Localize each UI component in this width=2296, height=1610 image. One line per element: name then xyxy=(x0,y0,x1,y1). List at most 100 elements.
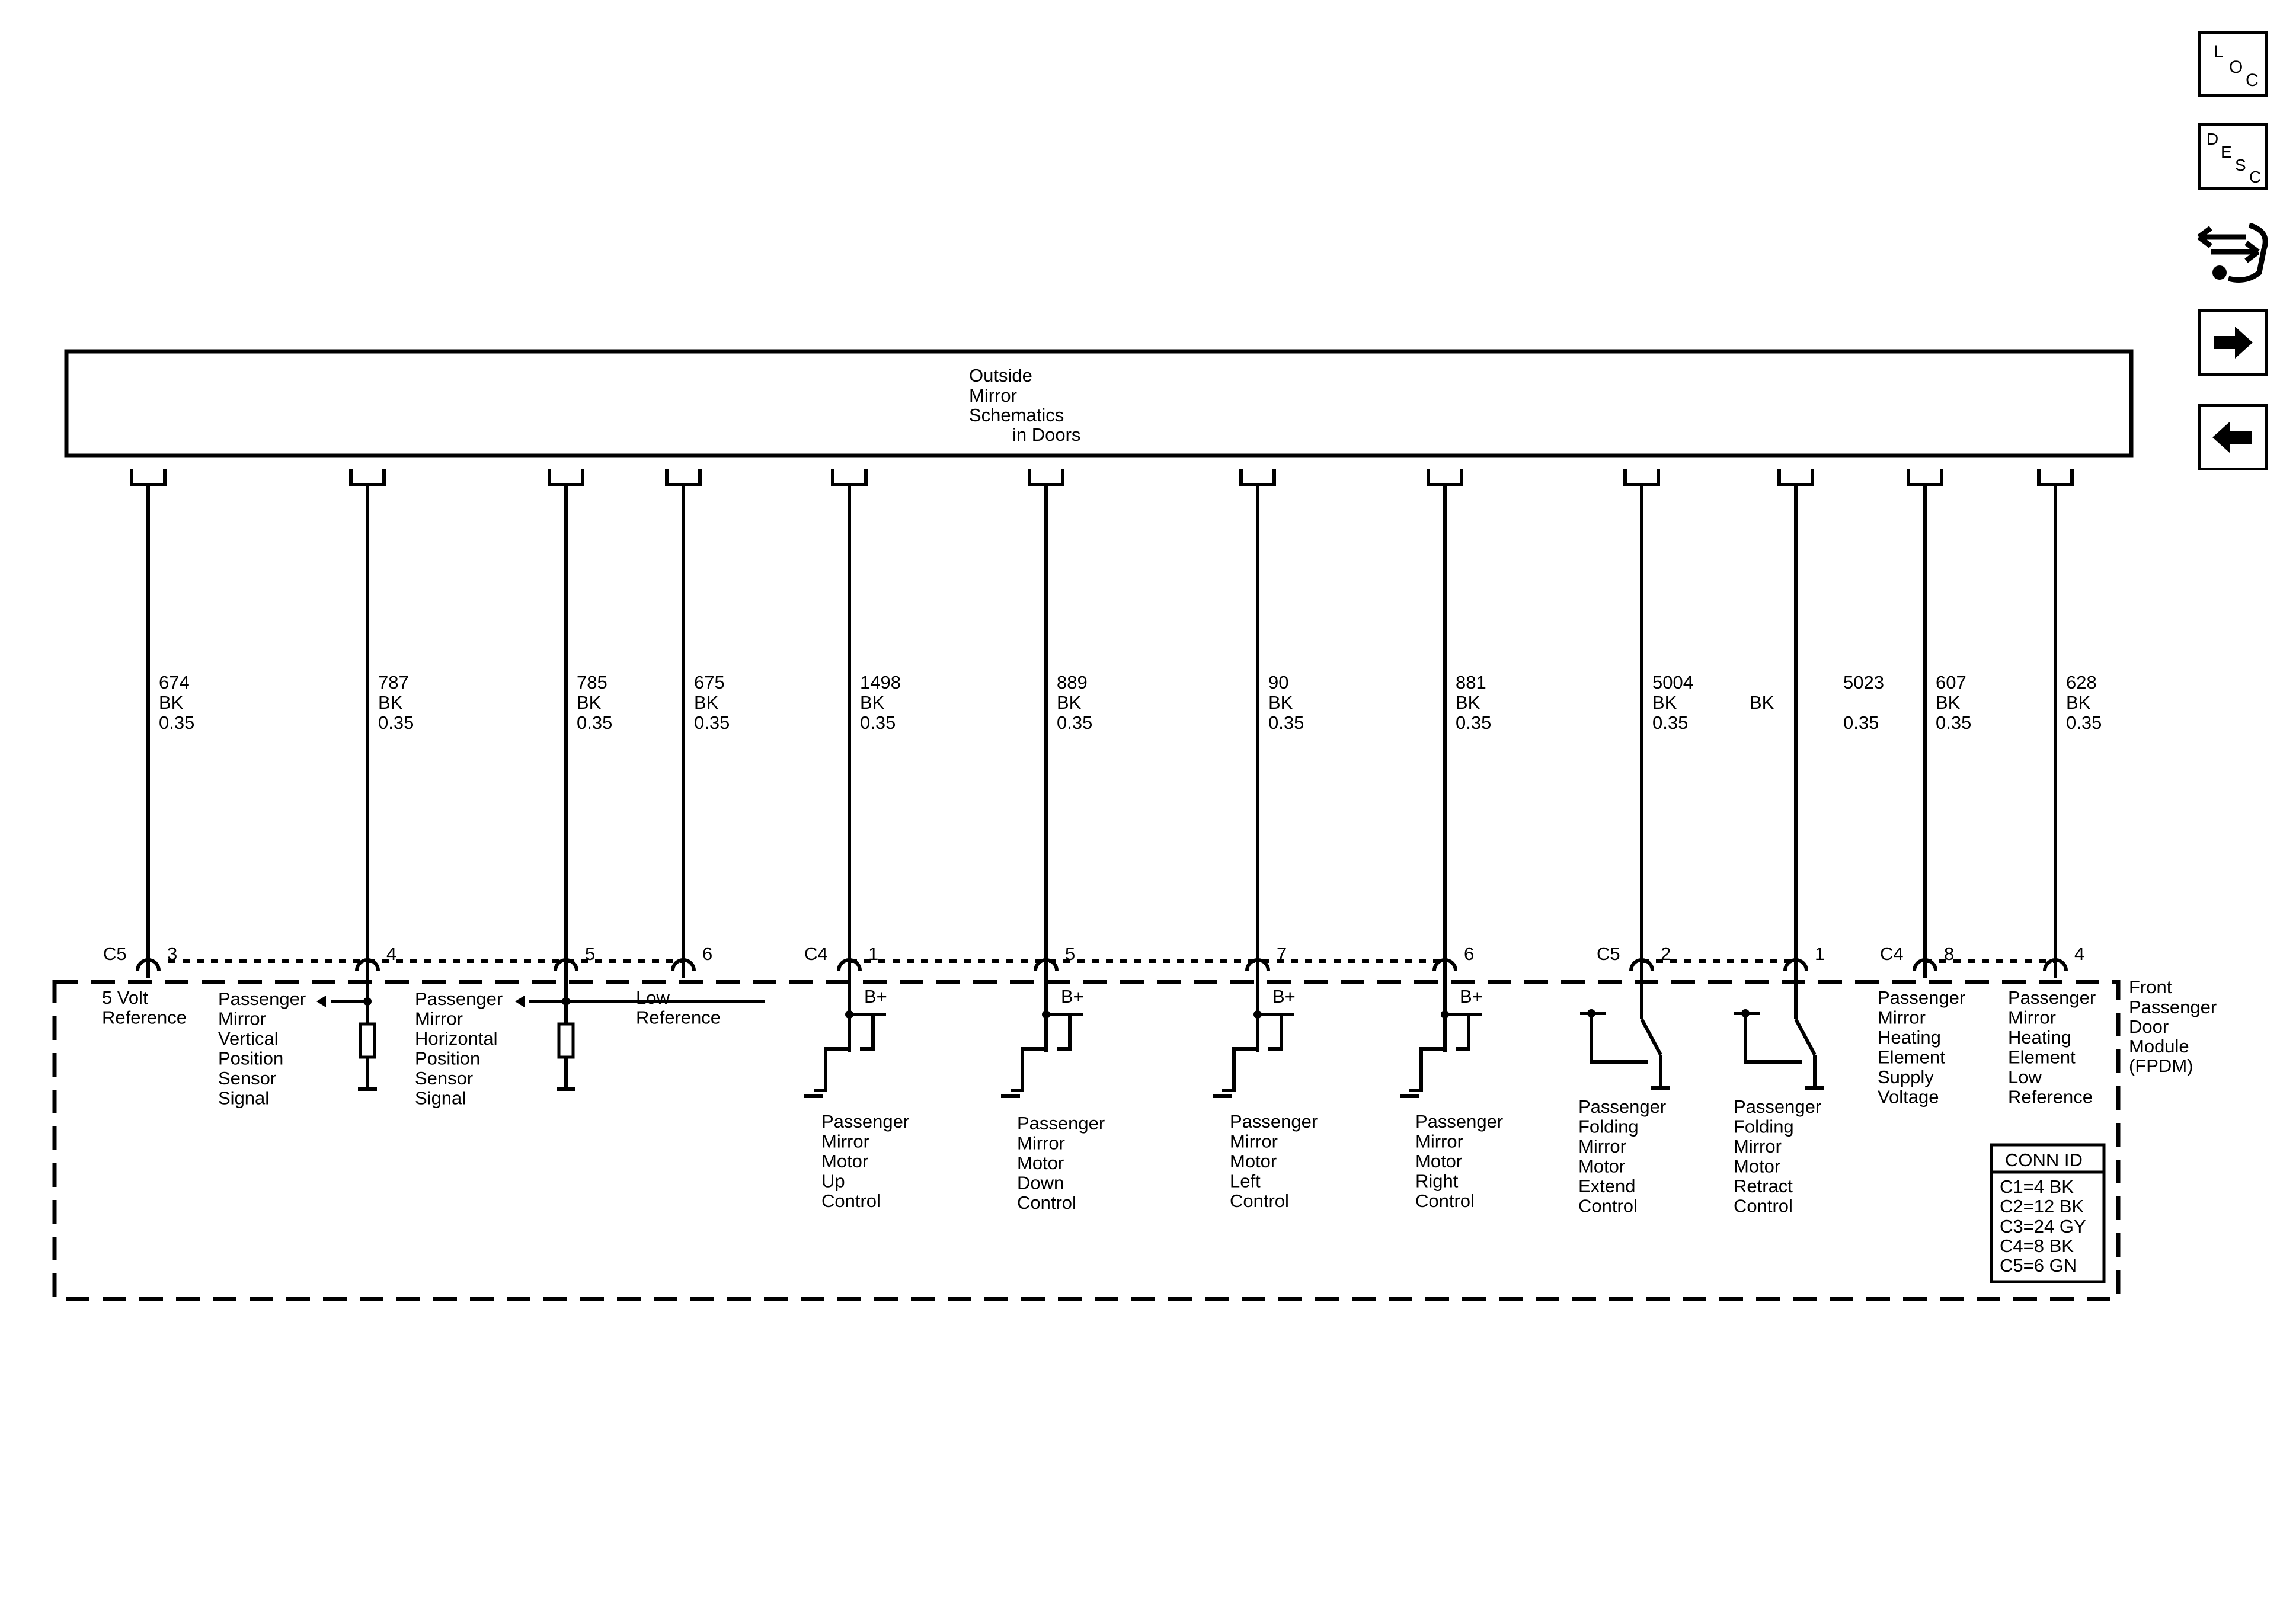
wire-size: 0.35 xyxy=(378,712,414,733)
desc-letter: S xyxy=(2235,156,2246,174)
fold-contact xyxy=(1580,1012,1648,1064)
wire-color: BK xyxy=(159,692,184,713)
ground-path xyxy=(1222,1047,1256,1092)
switch-contact xyxy=(1268,1014,1283,1051)
function-label: Mirror xyxy=(821,1131,869,1152)
function-label: Mirror xyxy=(415,1009,463,1029)
function-label: Reference xyxy=(636,1007,721,1028)
top-terminal xyxy=(1028,469,1064,486)
top-terminal xyxy=(1907,469,1943,486)
ground-path xyxy=(814,1047,848,1092)
function-label: Mirror xyxy=(1017,1133,1065,1154)
circuit-number: 675 xyxy=(694,672,725,693)
wire-color: BK xyxy=(378,692,403,713)
wire-size: 0.35 xyxy=(1652,712,1688,733)
conn-id-table: CONN ID C1=4 BK C2=12 BK C3=24 GY C4=8 B… xyxy=(1990,1143,2106,1283)
pin-number: 1 xyxy=(868,943,878,964)
next-page-button[interactable] xyxy=(2198,309,2268,376)
function-label: Control xyxy=(1734,1196,1793,1217)
function-label: Signal xyxy=(218,1088,269,1109)
function-label: Left xyxy=(1230,1171,1261,1192)
conn-id-title: CONN ID xyxy=(2005,1150,2083,1170)
function-label: Mirror xyxy=(2008,1007,2056,1028)
function-label: Folding xyxy=(1734,1116,1794,1137)
function-label: Up xyxy=(821,1171,845,1192)
function-label: Signal xyxy=(415,1088,466,1109)
function-label: Passenger xyxy=(1878,987,1965,1008)
conn-id-row: C5=6 GN xyxy=(2000,1255,2077,1276)
wire-color: BK xyxy=(577,692,602,713)
junction-dot xyxy=(562,997,570,1006)
function-label: Control xyxy=(1578,1196,1638,1217)
function-label: Passenger xyxy=(1230,1111,1318,1132)
connector-id: C5 xyxy=(103,943,127,964)
arrow-icon xyxy=(316,996,326,1007)
header-line-1: Outside xyxy=(969,365,1032,386)
conn-id-body-box xyxy=(1990,1170,2106,1283)
pin-number: 4 xyxy=(386,943,396,964)
previous-page-button[interactable] xyxy=(2198,404,2268,470)
arrow-left-icon xyxy=(2212,421,2252,453)
resistor xyxy=(359,1022,376,1059)
circuit-number: 881 xyxy=(1456,672,1486,693)
top-terminal xyxy=(831,469,868,486)
wire-size: 0.35 xyxy=(1456,712,1491,733)
desc-letter: D xyxy=(2207,130,2219,148)
top-terminal xyxy=(1623,469,1660,486)
wire-color: BK xyxy=(2066,692,2091,713)
module-line-4: Module xyxy=(2129,1036,2189,1057)
wire-color: BK xyxy=(694,692,719,713)
function-label: 5 Volt xyxy=(102,987,148,1008)
function-label: Passenger xyxy=(2008,987,2096,1008)
function-label: Motor xyxy=(1734,1156,1780,1177)
circuit-number: 785 xyxy=(577,672,607,693)
switch-contact xyxy=(860,1014,875,1051)
outside-mirror-schematics-box[interactable] xyxy=(64,349,2134,458)
top-terminal xyxy=(1239,469,1276,486)
function-label: Passenger xyxy=(415,988,503,1009)
header-line-3: Schematics xyxy=(969,405,1064,425)
function-label: Passenger xyxy=(1415,1111,1503,1132)
function-label: Passenger xyxy=(1017,1113,1105,1134)
circuit-number: 787 xyxy=(378,672,409,693)
function-label: Reference xyxy=(2008,1087,2093,1108)
top-terminal xyxy=(130,469,167,486)
module-label: Front Passenger Door Module (FPDM) xyxy=(2129,977,2217,1076)
function-label: Low xyxy=(636,987,670,1008)
pin-number: 6 xyxy=(702,943,712,964)
function-label: Position xyxy=(415,1048,480,1069)
function-label: Passenger xyxy=(1734,1096,1821,1117)
description-button[interactable]: D E S C xyxy=(2198,123,2268,190)
function-label: Heating xyxy=(1878,1027,1941,1048)
junction-dot xyxy=(363,997,372,1006)
function-label: Passenger xyxy=(218,988,306,1009)
pin-number: 8 xyxy=(1944,943,1954,964)
circuit-number: 889 xyxy=(1057,672,1088,693)
location-button[interactable]: L O C xyxy=(2198,31,2268,97)
fpdm-module-boundary xyxy=(52,980,2121,1301)
conn-id-row: C4=8 BK xyxy=(2000,1235,2074,1256)
pin-number: 4 xyxy=(2074,943,2084,964)
circuit-number: 90 xyxy=(1268,672,1288,693)
b-plus-label: B+ xyxy=(1272,986,1296,1007)
function-label: Passenger xyxy=(821,1111,909,1132)
internal-circuits: 5 VoltReferencePassengerMirrorVerticalPo… xyxy=(102,978,2096,1217)
wire-size: 0.35 xyxy=(860,712,896,733)
function-label: Right xyxy=(1415,1171,1459,1192)
wire-size: 0.35 xyxy=(159,712,194,733)
function-label: Control xyxy=(1230,1190,1289,1211)
pin-number: 2 xyxy=(1661,943,1671,964)
function-label: Motor xyxy=(1017,1153,1064,1173)
function-label: Mirror xyxy=(1578,1136,1626,1157)
top-terminal xyxy=(665,469,702,486)
wire-color: BK xyxy=(1268,692,1293,713)
diagnostic-tool-icon[interactable] xyxy=(2193,213,2276,284)
module-line-3: Door xyxy=(2129,1016,2169,1037)
